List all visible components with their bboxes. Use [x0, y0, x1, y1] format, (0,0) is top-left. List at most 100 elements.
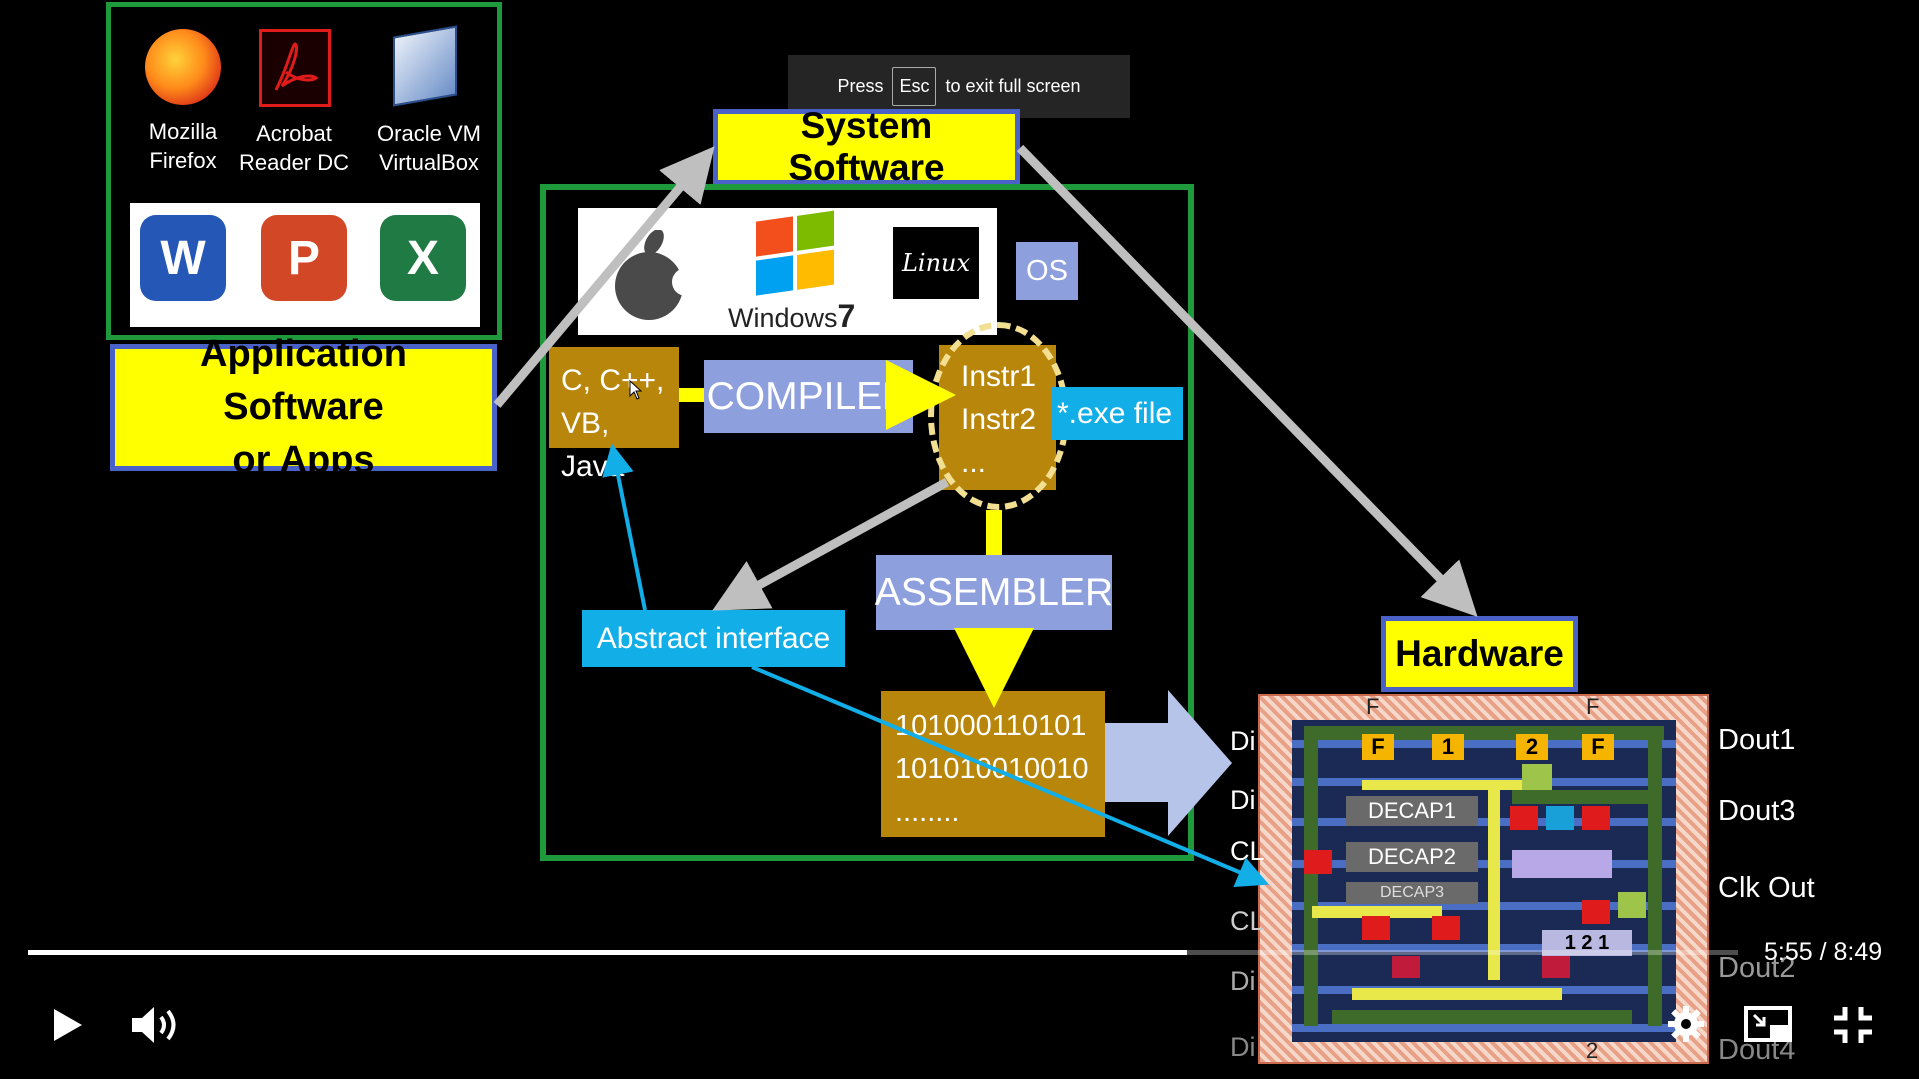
- icon-label-line1: Mozilla: [148, 119, 218, 144]
- os-text: OS: [1026, 254, 1068, 287]
- windows7-logo: Windows7: [728, 210, 858, 334]
- excel-letter: X: [406, 231, 439, 285]
- desktop-icon-firefox: Mozilla Firefox: [133, 25, 233, 175]
- hint-esc-key: Esc: [892, 67, 937, 106]
- excel-icon: X: [380, 215, 466, 301]
- binary-line1: 101000110101: [895, 710, 1087, 742]
- binary-line2: 101010010010: [895, 753, 1089, 785]
- instructions-dashed-outline: [928, 322, 1069, 510]
- chip-core: DECAP1 DECAP2 DECAP3 F 1 2 F 1 2 1: [1292, 720, 1676, 1042]
- windows-flag-icon: [756, 210, 836, 297]
- play-icon: [54, 1009, 82, 1041]
- acrobat-icon: [259, 29, 331, 107]
- linux-text: Linux: [901, 249, 971, 277]
- source-language-box: C, C++, VB, Java: [549, 347, 679, 483]
- chip-input-labels: Di Di CL CL Di Di: [1230, 726, 1270, 1066]
- decap1-label: DECAP1: [1367, 798, 1457, 823]
- pin-input: CL: [1230, 906, 1265, 936]
- desktop-icon-virtualbox: Oracle VM VirtualBox: [373, 25, 483, 175]
- powerpoint-icon: P: [261, 215, 347, 301]
- system-software-label: System Software: [713, 105, 1020, 188]
- system-software-text: System Software: [788, 105, 945, 188]
- volume-button[interactable]: [128, 1002, 188, 1048]
- abstract-interface-box: Abstract interface: [582, 610, 845, 667]
- desktop-icon-acrobat: Acrobat Reader DC: [239, 25, 349, 175]
- language-line1: C, C++,: [561, 364, 665, 397]
- pin-input: CL: [1230, 836, 1265, 866]
- desktop-icon-label: Oracle VM VirtualBox: [359, 119, 499, 177]
- decap-block: DECAP1: [1346, 796, 1478, 826]
- chip-top-letter: F: [1586, 694, 1600, 719]
- desktop-icon-label: Acrobat Reader DC: [229, 119, 359, 177]
- miniplayer-button[interactable]: [1743, 1004, 1795, 1046]
- exe-file-tag: *.exe file: [1051, 387, 1183, 440]
- application-software-line1: Application Software: [200, 333, 407, 428]
- acrobat-glyph: [274, 42, 319, 91]
- windows-text: Windows: [728, 303, 838, 333]
- pin-output: Clk Out: [1718, 872, 1815, 904]
- desktop-icons-panel: Mozilla Firefox Acrobat Reader DC Oracle…: [106, 2, 502, 340]
- time-display: 5:55 / 8:49: [1764, 938, 1882, 967]
- pin-input: Di: [1230, 726, 1256, 756]
- exit-fullscreen-icon: [1834, 1007, 1872, 1043]
- play-button[interactable]: [48, 1002, 88, 1048]
- exe-file-text: *.exe file: [1057, 396, 1173, 430]
- windows-version: 7: [837, 298, 856, 334]
- settings-button[interactable]: [1666, 1004, 1706, 1044]
- compiler-box: COMPILER: [704, 360, 913, 433]
- icon-label-line2: Reader DC: [238, 150, 350, 175]
- chip-layout: DECAP1 DECAP2 DECAP3 F 1 2 F 1 2 1 F F 2: [1258, 694, 1709, 1064]
- progress-bar-track[interactable]: [28, 950, 1738, 955]
- volume-icon: [132, 1007, 176, 1043]
- desktop-icon-label: Mozilla Firefox: [123, 117, 243, 175]
- pin-input: Di: [1230, 1032, 1256, 1062]
- pin-input: Di: [1230, 785, 1256, 815]
- firefox-icon: [145, 29, 221, 105]
- hint-press: Press: [837, 76, 884, 96]
- language-line2: VB, Java: [561, 407, 625, 483]
- hardware-text: Hardware: [1395, 633, 1564, 674]
- icon-label-line2: Firefox: [149, 148, 217, 173]
- linux-logo: Linux: [893, 227, 979, 299]
- pin-output: Dout1: [1718, 724, 1796, 756]
- decap2-label: DECAP2: [1367, 844, 1457, 869]
- apple-icon: [610, 229, 700, 322]
- abstract-interface-text: Abstract interface: [596, 621, 831, 655]
- powerpoint-letter: P: [287, 231, 320, 285]
- time-current: 5:55: [1764, 938, 1813, 966]
- application-software-label: Application Software or Apps: [110, 333, 497, 481]
- word-letter: W: [160, 231, 206, 285]
- os-logos-panel: Windows7 Linux: [578, 208, 997, 335]
- decap3-label: DECAP3: [1379, 884, 1445, 901]
- hardware-label: Hardware: [1381, 616, 1578, 692]
- miniplayer-icon: [1744, 1006, 1792, 1042]
- application-software-line2: or Apps: [232, 439, 375, 481]
- binary-box: 101000110101 101010010010 ........: [881, 691, 1105, 837]
- icon-label-line1: Oracle VM: [377, 121, 481, 146]
- pin-output: Dout3: [1718, 795, 1796, 827]
- pin-input: Di: [1230, 966, 1256, 996]
- icon-label-line2: VirtualBox: [379, 150, 479, 175]
- office-icons-strip: W P X: [130, 203, 480, 327]
- word-icon: W: [140, 215, 226, 301]
- virtualbox-icon: [393, 25, 457, 107]
- fullscreen-hint: Press Esc to exit full screen: [788, 55, 1130, 118]
- mouse-cursor-icon: [629, 379, 643, 405]
- compiler-text: COMPILER: [706, 374, 911, 418]
- windows7-wordmark: Windows7: [728, 298, 868, 335]
- decap-block: DECAP2: [1346, 842, 1478, 872]
- decap-block: DECAP3: [1346, 882, 1478, 904]
- hint-rest: to exit full screen: [945, 76, 1081, 96]
- assembler-box: ASSEMBLER: [874, 555, 1114, 630]
- pin-output: Dout2: [1718, 952, 1796, 984]
- exit-fullscreen-button[interactable]: [1831, 1004, 1875, 1046]
- chip-top-letter: F: [1366, 694, 1380, 719]
- progress-bar-fill: [28, 950, 1188, 955]
- os-tag: OS: [1016, 242, 1078, 300]
- icon-label-line1: Acrobat: [256, 121, 332, 146]
- binary-line3: ........: [895, 796, 960, 828]
- time-total: 8:49: [1833, 938, 1883, 966]
- gear-icon: [1668, 1006, 1704, 1042]
- assembler-text: ASSEMBLER: [874, 570, 1114, 614]
- time-separator: /: [1819, 938, 1827, 966]
